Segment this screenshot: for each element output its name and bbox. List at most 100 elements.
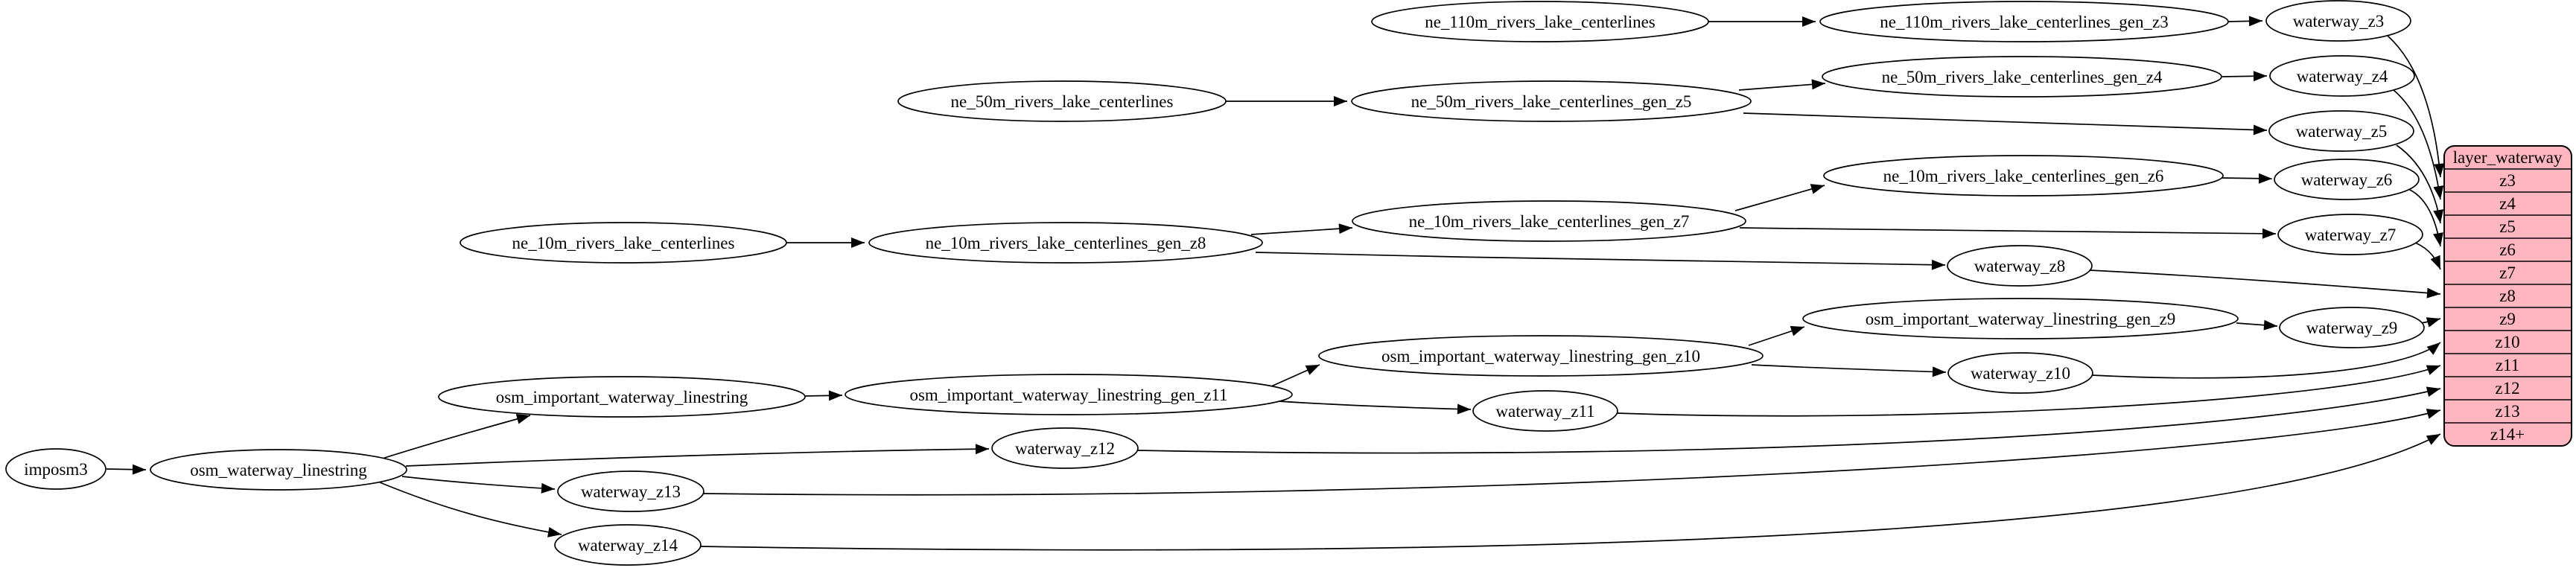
edge-waterway_z10-to-row-z10 [2091,342,2441,379]
node-label: osm_important_waterway_linestring_gen_z1… [909,386,1227,404]
table-row-z5: z5 [2499,217,2516,236]
edge-ne_110m_gen_z3-to-waterway_z3 [2227,16,2263,27]
edge-osm_waterway_linestring-to-osm_important_waterway_linestring [379,414,531,460]
edge-ne_10m_gen_z8-to-ne_10m_gen_z7 [1250,223,1353,235]
node-label: waterway_z11 [1495,402,1594,421]
node-label: waterway_z7 [2305,226,2397,244]
node-ne_50m_rivers_lake_centerlines: ne_50m_rivers_lake_centerlines [897,80,1227,122]
node-waterway_z12: waterway_z12 [991,427,1139,469]
node-ne_50m_rivers_lake_centerlines_gen_z5: ne_50m_rivers_lake_centerlines_gen_z5 [1351,80,1752,122]
node-label: waterway_z3 [2293,12,2385,31]
node-waterway_z8: waterway_z8 [1947,245,2093,287]
node-label: waterway_z5 [2296,122,2388,141]
node-label: ne_50m_rivers_lake_centerlines_gen_z5 [1411,92,1692,111]
edge-gen_z11-to-waterway_z11 [1278,401,1472,415]
node-ne_110m_rivers_lake_centerlines_gen_z3: ne_110m_rivers_lake_centerlines_gen_z3 [1819,1,2229,42]
node-label: waterway_z13 [581,482,681,501]
table-row-z4: z4 [2499,194,2516,213]
table-row-z13: z13 [2495,402,2519,421]
table-row-z3: z3 [2499,171,2516,190]
table-outline [2443,145,2572,447]
node-osm_important_waterway_linestring_gen_z9: osm_important_waterway_linestring_gen_z9 [1802,298,2239,339]
node-label: ne_50m_rivers_lake_centerlines [951,92,1174,111]
node-label: waterway_z12 [1015,439,1115,458]
node-label: osm_waterway_linestring [190,461,367,479]
node-waterway_z4: waterway_z4 [2269,55,2415,97]
table-row-z7: z7 [2499,264,2516,282]
edge-osm_waterway_linestring-to-waterway_z13 [401,476,556,494]
edge-waterway_z9-to-row-z9 [2420,317,2441,328]
edge-waterway_z3-to-row-z3 [2387,35,2445,178]
node-label: waterway_z14 [578,536,678,555]
table-row-z14: z14+ [2490,425,2525,444]
node-label: osm_important_waterway_linestring [496,388,748,406]
node-label: ne_10m_rivers_lake_centerlines_gen_z8 [926,234,1206,252]
edges [106,16,2445,551]
node-osm_important_waterway_linestring_gen_z10: osm_important_waterway_linestring_gen_z1… [1318,335,1764,377]
node-label: waterway_z9 [2306,319,2398,337]
edge-ne_50m_gen_z5-to-ne_50m_gen_z4 [1738,79,1826,91]
node-ne_10m_rivers_lake_centerlines: ne_10m_rivers_lake_centerlines [459,222,787,264]
edge-waterway_z4-to-row-z4 [2393,89,2444,200]
edge-ne_50m_gen_z4-to-waterway_z4 [2222,71,2268,82]
node-waterway_z11: waterway_z11 [1472,390,1618,432]
table-row-z9: z9 [2499,310,2516,328]
edge-ne_10m_gen_z6-to-waterway_z6 [2221,173,2273,184]
node-label: waterway_z6 [2301,170,2393,189]
table-row-z10: z10 [2495,333,2519,351]
node-imposm3: imposm3 [5,448,106,490]
node-ne_10m_rivers_lake_centerlines_gen_z6: ne_10m_rivers_lake_centerlines_gen_z6 [1823,155,2224,197]
edge-osm_waterway_linestring-to-waterway_z12 [405,444,990,467]
table-row-z11: z11 [2496,356,2519,374]
node-ne_10m_rivers_lake_centerlines_gen_z8: ne_10m_rivers_lake_centerlines_gen_z8 [868,222,1263,264]
edge-waterway_z6-to-row-z6 [2408,188,2443,247]
node-osm_waterway_linestring: osm_waterway_linestring [150,449,407,491]
node-ne_110m_rivers_lake_centerlines: ne_110m_rivers_lake_centerlines [1371,1,1709,42]
node-waterway_z10: waterway_z10 [1947,352,2093,394]
node-osm_important_waterway_linestring: osm_important_waterway_linestring [438,376,806,418]
node-osm_important_waterway_linestring_gen_z11: osm_important_waterway_linestring_gen_z1… [845,374,1293,415]
table-row-z12: z12 [2495,379,2519,398]
edge-gen_z11-to-gen_z10 [1270,364,1320,387]
node-label: osm_important_waterway_linestring_gen_z1… [1381,347,1700,366]
node-label: ne_50m_rivers_lake_centerlines_gen_z4 [1882,68,2163,86]
edge-waterway_z5-to-row-z5 [2396,144,2444,224]
node-label: ne_110m_rivers_lake_centerlines_gen_z3 [1880,13,2168,31]
node-waterway_z9: waterway_z9 [2279,307,2425,348]
node-waterway_z7: waterway_z7 [2277,214,2423,255]
node-waterway_z14: waterway_z14 [554,524,702,566]
node-label: waterway_z4 [2297,67,2388,86]
edge-imposm3-to-osm_waterway_linestring [106,464,147,475]
node-waterway_z6: waterway_z6 [2274,159,2420,200]
node-waterway_z5: waterway_z5 [2268,110,2414,152]
table-row-z8: z8 [2499,287,2516,305]
edge-gen_z9-to-waterway_z9 [2236,319,2278,331]
node-waterway_z13: waterway_z13 [557,470,705,512]
edge-waterway_z8-to-row-z8 [2089,269,2441,299]
edge-ne_10m_gen_z8-to-waterway_z8 [1255,252,1946,270]
node-label: ne_10m_rivers_lake_centerlines_gen_z6 [1883,167,2164,185]
edge-osm_waterway_linestring-to-waterway_z14 [379,482,562,537]
edge-waterway_z14-to-row-z14 [700,433,2441,551]
node-ne_10m_rivers_lake_centerlines_gen_z7: ne_10m_rivers_lake_centerlines_gen_z7 [1352,200,1746,242]
node-ne_50m_rivers_lake_centerlines_gen_z4: ne_50m_rivers_lake_centerlines_gen_z4 [1822,56,2222,98]
edge-ne_50m_gen_z5-to-waterway_z5 [1743,112,2268,135]
node-label: waterway_z8 [1974,257,2066,275]
node-waterway_z3: waterway_z3 [2265,0,2411,42]
node-label: osm_important_waterway_linestring_gen_z9 [1866,310,2175,328]
edge-ne_10m_gen_z7-to-ne_10m_gen_z6 [1734,184,1825,211]
edge-osm_important_waterway_linestring-to-osm_important_waterway_linestring_gen_z11 [804,390,843,401]
edge-gen_z10-to-gen_z9 [1748,326,1805,346]
edge-waterway_z13-to-row-z13 [703,409,2441,496]
node-label: waterway_z10 [1971,364,2070,383]
table-row-z6: z6 [2499,240,2516,259]
node-label: ne_10m_rivers_lake_centerlines_gen_z7 [1409,212,1690,231]
node-label: ne_10m_rivers_lake_centerlines [512,234,735,252]
node-label: imposm3 [24,460,88,479]
edge-gen_z10-to-waterway_z10 [1751,364,1947,377]
edge-waterway_z12-to-row-z12 [1137,386,2441,454]
node-label: ne_110m_rivers_lake_centerlines [1425,13,1656,31]
edge-waterway_z11-to-row-z11 [1616,365,2441,417]
table-title: layer_waterway [2453,148,2563,167]
edge-waterway_z7-to-row-z7 [2414,242,2441,270]
